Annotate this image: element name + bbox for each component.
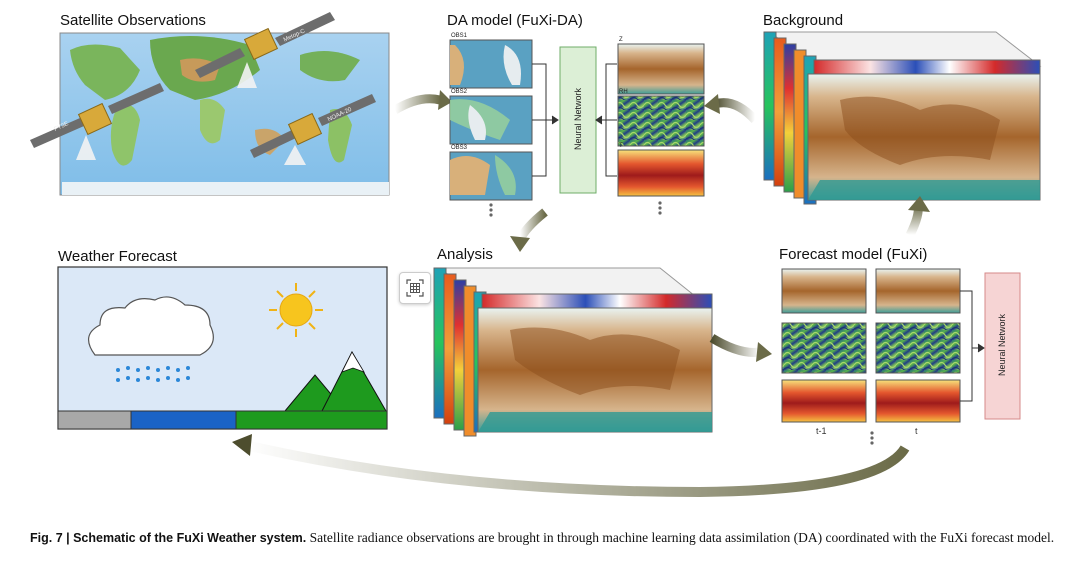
schematic-diagram [30,12,1042,498]
da-obs-maps [449,39,533,217]
analysis-stack [433,267,713,437]
forecast-model-title: Forecast model (FuXi) [779,246,928,263]
da-neural-network-label: Neural Network [573,87,583,151]
arrow-da-to-analysis [515,208,548,242]
da-neural-network-box [559,46,597,194]
da-connectors-right [595,63,617,177]
arrow-background-to-da [713,98,759,124]
table-expand-button[interactable] [399,272,431,304]
da-variable-maps [617,43,705,215]
obs-label-3: OBS3 [451,145,468,151]
forecast-maps [781,268,961,445]
da-connectors-left [532,63,559,177]
time-label-t: t [915,426,918,436]
obs-label-1: OBS1 [451,33,468,39]
time-label-t-minus-1: t-1 [816,426,827,436]
weather-forecast-title: Weather Forecast [58,248,177,265]
satellite-noaa20 [250,94,376,165]
background-stack [763,31,1042,205]
arrow-forecast-to-weather [243,440,910,498]
var-label-t: T [619,143,623,149]
satellite-title: Satellite Observations [60,12,206,29]
da-model-title: DA model (FuXi-DA) [447,12,583,29]
satellite-metop [195,12,335,88]
caption-text: Satellite radiance observations are brou… [306,530,1055,545]
rain-icon [116,366,190,382]
obs-label-2: OBS2 [451,89,468,95]
arrow-analysis-to-forecast [709,334,761,357]
var-label-rh: RH [619,89,628,95]
sun-icon [269,283,323,337]
arrow-satellite-to-da [392,94,442,114]
weather-forecast-panel [57,266,388,430]
analysis-title: Analysis [437,246,493,263]
caption-bold: Fig. 7 | Schematic of the FuXi Weather s… [30,531,307,545]
forecast-connectors [960,290,985,402]
forecast-neural-network-label: Neural Network [997,313,1007,377]
figure-caption: Fig. 7 | Schematic of the FuXi Weather s… [30,528,1060,548]
background-title: Background [763,12,844,29]
table-expand-icon [406,279,424,297]
cloud-icon [88,296,214,356]
satellite-fy3e [30,83,164,160]
forecast-neural-network-box [984,272,1021,420]
var-label-z: Z [619,37,623,43]
